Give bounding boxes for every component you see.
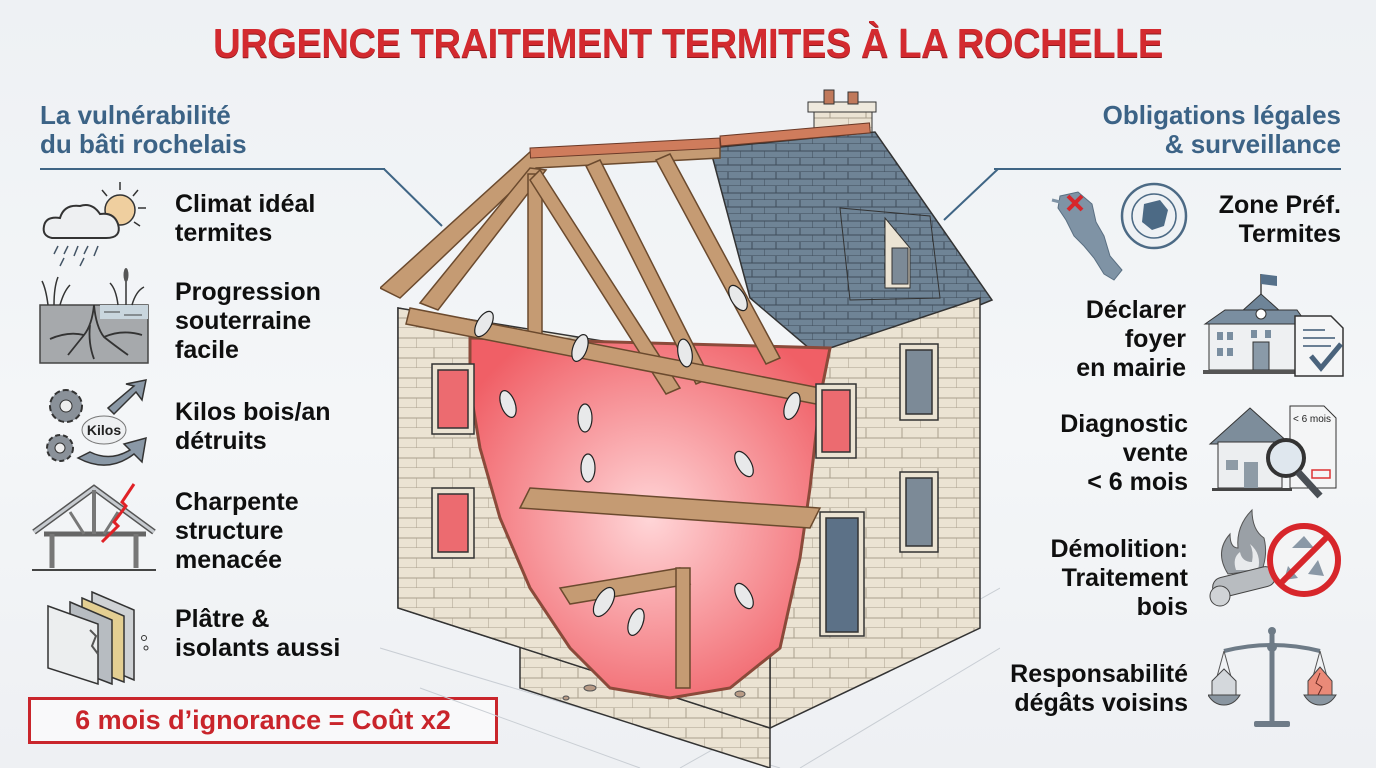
- town-hall-document-check-icon: [1203, 274, 1344, 377]
- cost-warning-callout: 6 mois d’ignorance = Coût x2: [28, 697, 498, 744]
- house-magnifier-report-icon: < 6 mois: [1208, 405, 1337, 499]
- cutaway-house-illustration: [380, 89, 1000, 768]
- right-section-heading: Obligations légales & surveillance: [1103, 101, 1341, 159]
- svg-text:< 6 mois: < 6 mois: [1293, 414, 1331, 425]
- underground-roots-icon: [39, 268, 149, 364]
- roof-truss-crack-icon: [32, 483, 156, 571]
- svg-text:Kilos: Kilos: [87, 422, 121, 438]
- left-section-rule: [40, 168, 385, 170]
- right-heading-line2: & surveillance: [1164, 129, 1341, 159]
- page-title: URGENCE TRAITEMENT TERMITES À LA ROCHELL…: [213, 20, 1163, 66]
- left-connector-line: [383, 168, 443, 227]
- right-connector-line: [943, 168, 999, 221]
- left-heading-line2: du bâti rochelais: [40, 129, 247, 159]
- left-heading-line1: La vulnérabilité: [40, 100, 231, 130]
- right-heading-line1: Obligations légales: [1102, 100, 1341, 130]
- left-section-heading: La vulnérabilité du bâti rochelais: [40, 101, 247, 159]
- right-item-1-text: Zone Préf.Termites: [1218, 191, 1341, 248]
- map-seal-icon: [1051, 182, 1188, 281]
- cloud-rain-sun-icon: [42, 182, 146, 267]
- burning-logs-no-recycle-icon: [1209, 508, 1341, 607]
- gears-kilos-arrow-icon: Kilos: [46, 379, 147, 466]
- left-item-5-text: Plâtre &isolants aussi: [175, 605, 341, 662]
- right-section-rule: [994, 168, 1341, 170]
- plaster-insulation-layers-icon: [47, 590, 149, 686]
- scale-of-justice-houses-icon: [1208, 627, 1337, 727]
